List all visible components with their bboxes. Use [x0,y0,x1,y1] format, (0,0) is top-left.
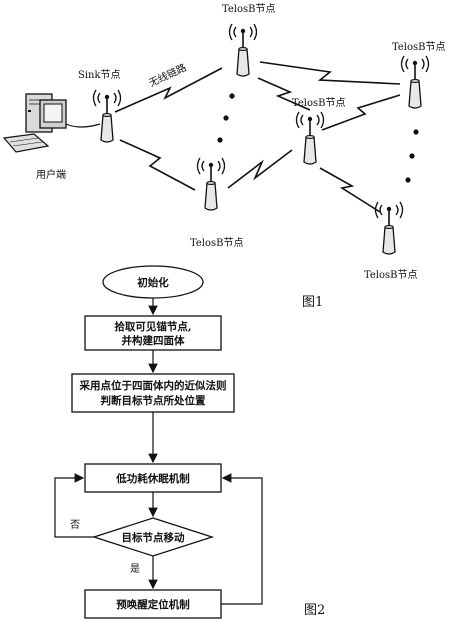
telosb-node-center-icon [295,111,325,165]
link-ctr-bottom [319,167,381,213]
step2-line2: 判断目标节点所处位置 [101,394,206,407]
telosb-label-right: TelosB节点 [392,41,446,53]
step1-box [84,315,222,351]
arrow-no-loop [54,473,94,538]
link-sink-low [119,139,196,191]
step4-box [84,589,222,619]
step3-text: 低功耗休眠机制 [115,472,190,485]
user-terminal-label: 用户端 [36,168,66,181]
link-top-ctr [257,77,311,111]
step3-box [84,463,222,493]
yes-label: 是 [130,563,140,575]
step2-box [71,373,235,413]
sink-label: Sink节点 [78,69,121,81]
telosb-node-right-icon [400,55,430,109]
figure1: Sink节点 无线链路 用户端 TelosB节点 TelosB节点 TelosB… [2,3,446,310]
telosb-label-mid: TelosB节点 [190,237,244,249]
wireless-link-label: 无线链路 [147,61,189,90]
wireless-links [114,61,401,213]
telosb-node-mid-icon [196,157,226,211]
step1-line1: 拾取可见锚节点, [114,320,191,333]
ellipsis-dots-right [405,129,419,183]
step4-text: 预唤醒定位机制 [116,598,190,611]
telosb-label-top: TelosB节点 [222,3,276,15]
figure2: 初始化 拾取可见锚节点, 并构建四面体 采用点位于四面体内的近似法则 判断目标节… [54,265,325,619]
telosb-node-bottom-icon [374,201,404,255]
figure1-caption: 图1 [302,295,323,310]
link-sink-top [114,67,223,113]
telosb-node-top-icon [228,23,258,77]
decision-text: 目标节点移动 [122,531,185,544]
link-mid-ctr [227,149,293,189]
ellipsis-dots-left [217,93,235,143]
sink-node-icon [92,89,122,143]
telosb-label-bottom: TelosB节点 [364,269,418,281]
step2-line1: 采用点位于四面体内的近似法则 [79,379,227,392]
link-top-right [259,61,401,85]
arrow-return-loop [221,473,263,605]
link-right-ctr [321,94,401,131]
step1-line2: 并构建四面体 [122,334,185,347]
start-text: 初始化 [137,276,169,289]
no-label: 否 [70,519,80,531]
telosb-label-center: TelosB节点 [292,97,346,109]
computer-icon [2,93,101,153]
figure2-caption: 图2 [304,603,325,618]
